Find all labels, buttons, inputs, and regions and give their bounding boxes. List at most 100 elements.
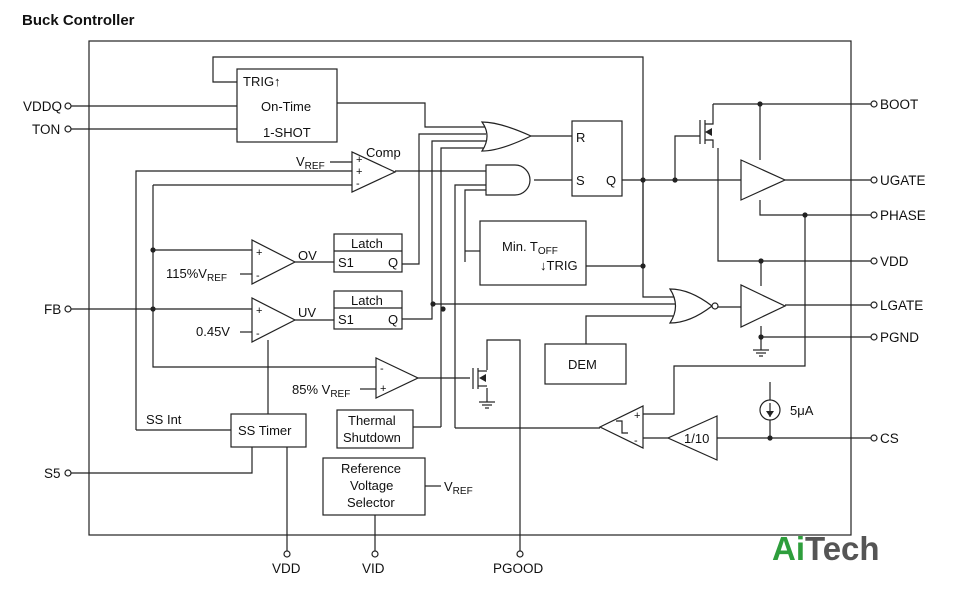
pin-s5-label: S5 [44, 466, 61, 481]
comp-comparator: + + - [351, 151, 397, 193]
sr-q-label: Q [606, 173, 616, 188]
pin-lgate-label: LGATE [880, 298, 923, 313]
ov-ref-label: 115%VREF [166, 266, 227, 284]
pin-pgnd [870, 333, 878, 341]
uv-latch-title: Latch [351, 293, 383, 308]
ground-icon [753, 349, 769, 357]
ground-icon [479, 401, 495, 409]
ov-latch-title: Latch [351, 236, 383, 251]
pin-fb-label: FB [44, 302, 61, 317]
current-source-label: 5μA [790, 403, 814, 418]
pin-ton-label: TON [32, 122, 60, 137]
svg-text:+: + [356, 154, 362, 166]
ss-int-label: SS Int [146, 412, 182, 427]
pin-ugate-label: UGATE [880, 173, 926, 188]
pin-pgood [516, 550, 524, 558]
uv-label: UV [298, 305, 316, 320]
on-time-one-shot-block: TRIG↑ On-Time 1-SHOT [236, 68, 338, 143]
svg-text:+: + [256, 305, 262, 317]
min-toff-sub: OFF [538, 246, 558, 257]
pgood-ref-label: 85% VREF [292, 382, 350, 400]
or-gate-inverter-bubble [711, 302, 719, 310]
pin-vddq-label: VDDQ [23, 99, 62, 114]
current-source-5ua [759, 399, 781, 421]
svg-text:-: - [380, 363, 384, 375]
pgood-comparator: - + [375, 357, 420, 399]
ov-latch-s1: S1 [338, 255, 354, 270]
current-sense-comparator: + - [598, 405, 644, 449]
pin-vid-label: VID [362, 561, 385, 576]
refsel-line3: Selector [347, 495, 395, 510]
watermark-logo: AiTech [772, 530, 880, 567]
refsel-line2: Voltage [350, 478, 393, 493]
thermal-line1: Thermal [348, 413, 396, 428]
sr-s-label: S [576, 173, 585, 188]
divider-label: 1/10 [684, 431, 709, 446]
refsel-line1: Reference [341, 461, 401, 476]
one-shot-ontime-label: On-Time [261, 99, 311, 114]
pin-vdd-bottom [283, 550, 291, 558]
pin-phase [870, 211, 878, 219]
ov-comparator: + - [251, 239, 297, 285]
pin-fb [64, 305, 72, 313]
lgate-driver [740, 284, 787, 328]
uv-latch-s1: S1 [338, 312, 354, 327]
or-gate-lowside [668, 288, 713, 324]
dem-block: DEM [544, 343, 627, 385]
one-shot-trig-label: TRIG↑ [243, 74, 281, 89]
comp-vref-label: VREF [296, 154, 325, 172]
pin-pgnd-label: PGND [880, 330, 919, 345]
reference-voltage-selector-block: Reference Voltage Selector [322, 457, 426, 516]
comp-label: Comp [366, 145, 401, 160]
sr-latch-block: R S Q [571, 120, 623, 197]
svg-text:+: + [356, 166, 362, 178]
pin-lgate [870, 301, 878, 309]
ov-label: OV [298, 248, 317, 263]
diagram-title: Buck Controller [22, 12, 135, 29]
divide-by-ten-amp: 1/10 [666, 415, 718, 461]
pin-cs-label: CS [880, 431, 899, 446]
pin-cs [870, 434, 878, 442]
or-gate-reset [480, 121, 533, 152]
one-shot-shot-label: 1-SHOT [263, 125, 311, 140]
svg-text:+: + [256, 247, 262, 259]
chip-boundary [88, 40, 852, 536]
min-toff-label: Min. T [502, 239, 538, 254]
sr-r-label: R [576, 130, 585, 145]
pin-ugate [870, 176, 878, 184]
ss-timer-block: SS Timer [230, 413, 307, 448]
pgood-mosfet [472, 368, 487, 389]
svg-text:-: - [634, 435, 638, 447]
svg-text:Min. TOFF: Min. TOFF [502, 239, 558, 257]
uv-latch-block: Latch S1 Q [333, 290, 403, 330]
pin-vddq [64, 102, 72, 110]
min-toff-block: Min. TOFF ↓TRIG [479, 220, 587, 286]
pin-vdd-right [870, 257, 878, 265]
ugate-driver [740, 159, 787, 201]
pin-vid [371, 550, 379, 558]
svg-text:-: - [256, 328, 260, 340]
pin-s5 [64, 469, 72, 477]
uv-comparator: + - [251, 297, 297, 343]
ss-timer-label: SS Timer [238, 423, 292, 438]
ov-latch-q: Q [388, 255, 398, 270]
and-gate-set [485, 164, 531, 196]
svg-text:-: - [256, 270, 260, 282]
junction-dots [150, 101, 808, 441]
thermal-line2: Shutdown [343, 430, 401, 445]
ov-latch-block: Latch S1 Q [333, 233, 403, 273]
uv-ref-label: 0.45V [196, 324, 230, 339]
pin-phase-label: PHASE [880, 208, 926, 223]
pin-ton [64, 125, 72, 133]
pin-vdd-right-label: VDD [880, 254, 909, 269]
min-toff-trig-label: ↓TRIG [540, 258, 578, 273]
thermal-shutdown-block: Thermal Shutdown [336, 409, 414, 449]
pin-pgood-label: PGOOD [493, 561, 544, 576]
wires [71, 56, 871, 551]
svg-text:+: + [380, 383, 386, 395]
vref-output-label: VREF [444, 479, 473, 497]
dem-label: DEM [568, 357, 597, 372]
svg-text:+: + [634, 410, 640, 422]
boot-mosfet [699, 120, 714, 144]
